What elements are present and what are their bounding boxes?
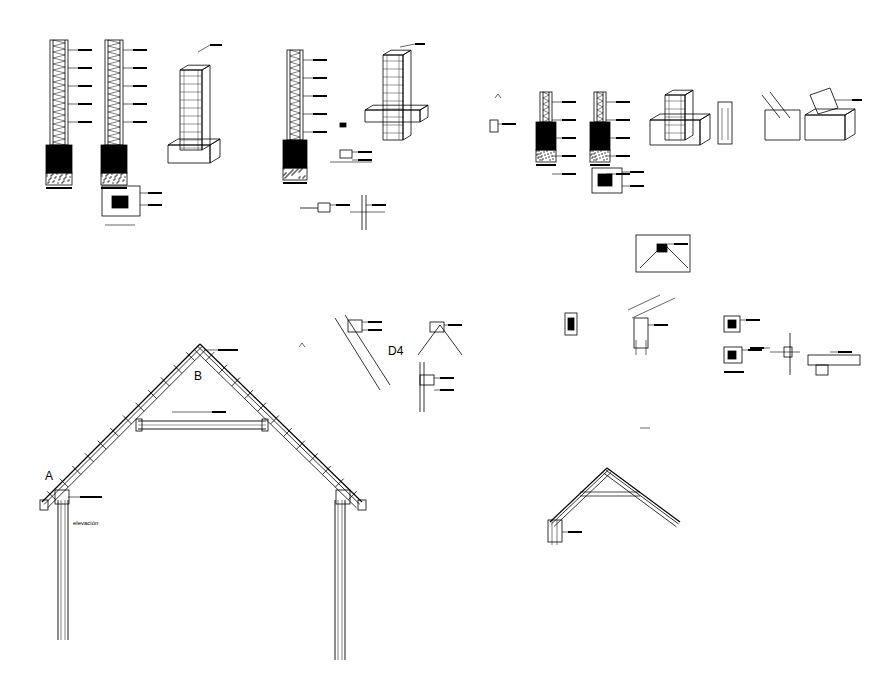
detail-label: D4 [387, 345, 404, 357]
view-label: elevación [72, 520, 99, 526]
point-label: A [44, 470, 54, 482]
linework [40, 40, 862, 660]
point-label: B [193, 370, 203, 382]
